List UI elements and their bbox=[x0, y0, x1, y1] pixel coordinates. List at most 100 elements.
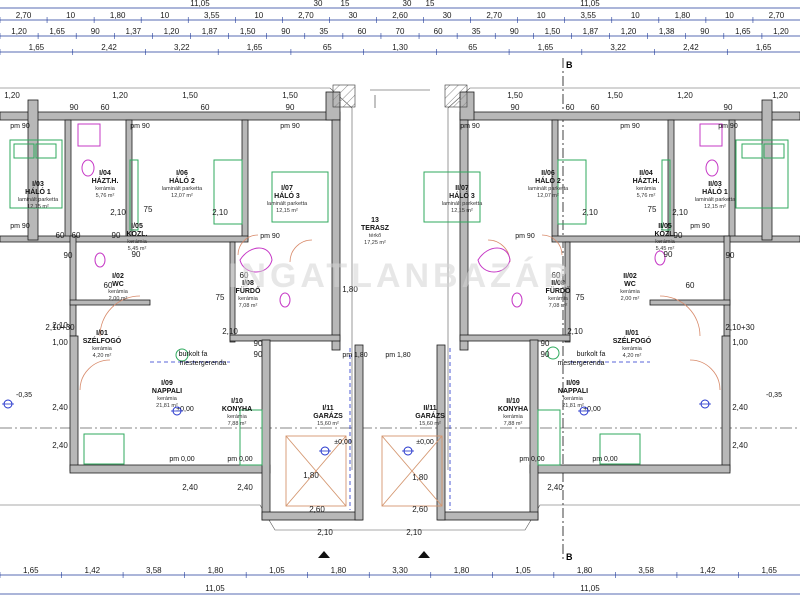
dim-value: 1,65 bbox=[761, 566, 777, 575]
room-number: I/02 bbox=[112, 273, 124, 280]
dim-value: 30 bbox=[443, 11, 452, 20]
inner-dimension: 60 bbox=[591, 103, 600, 112]
inner-dimension: 2,10 bbox=[672, 208, 688, 217]
room-number: I/08 bbox=[242, 280, 254, 287]
dim-value: 1,50 bbox=[240, 27, 256, 36]
inner-dimension: 90 bbox=[726, 251, 735, 260]
inner-dimension: 60 bbox=[686, 281, 695, 290]
dim-edge: 30 bbox=[314, 0, 323, 8]
inner-dimension: 2,10 bbox=[317, 528, 333, 537]
pm-level: pm 0,00 bbox=[592, 456, 617, 463]
room-area: 15,60 m² bbox=[419, 421, 441, 427]
dimension-row-bottom-2: 11,05 11,05 bbox=[0, 584, 800, 595]
room-floor: laminált parketta bbox=[695, 197, 736, 203]
room-area: 5,76 m² bbox=[637, 193, 656, 199]
inner-dimension: 2,40 bbox=[732, 403, 748, 412]
pm-level: pm 90 bbox=[460, 123, 480, 130]
room-number: II/06 bbox=[541, 170, 555, 177]
room-area: 12,15 m² bbox=[276, 208, 298, 214]
room-floor: kerámia bbox=[548, 296, 569, 302]
room-floor: kerámia bbox=[636, 186, 657, 192]
inner-dimension: 75 bbox=[648, 205, 657, 214]
room-number: II/08 bbox=[551, 280, 565, 287]
sink-icon bbox=[81, 159, 95, 177]
toilet-icon bbox=[94, 252, 106, 268]
dim-value: 2,60 bbox=[392, 11, 408, 20]
section-mark-bottom: B bbox=[566, 552, 573, 562]
room-area: 4,20 m² bbox=[93, 353, 112, 359]
inner-dimension: 90 bbox=[254, 350, 263, 359]
dim-value: 1,20 bbox=[773, 27, 789, 36]
inner-dimension: 60 bbox=[240, 271, 249, 280]
dim-value: 10 bbox=[631, 11, 640, 20]
toilet-icon bbox=[511, 292, 523, 308]
room-number: I/09 bbox=[161, 380, 173, 387]
dim-value: 1,65 bbox=[538, 43, 554, 52]
inner-dimension: 2,10 bbox=[110, 208, 126, 217]
dim-value: 60 bbox=[357, 27, 366, 36]
inner-dimension: 90 bbox=[64, 251, 73, 260]
pm-level: pm 90 bbox=[620, 123, 640, 130]
room-floor: laminált parketta bbox=[162, 186, 203, 192]
bed-icon bbox=[423, 171, 481, 223]
inner-dimension: 2,40 bbox=[52, 441, 68, 450]
level-mark: ±0,00 bbox=[176, 406, 194, 413]
furniture bbox=[9, 139, 789, 466]
dim-bottom-overall-right: 11,05 bbox=[580, 584, 600, 593]
dim-overall-left: 11,05 bbox=[190, 0, 210, 8]
room-name: HÁLÓ 1 bbox=[702, 187, 728, 196]
room-floor: kerámia bbox=[655, 239, 676, 245]
dim-value: 1,37 bbox=[126, 27, 142, 36]
pm-level: pm 90 bbox=[280, 123, 300, 130]
room-number: I/10 bbox=[231, 398, 243, 405]
dim-value: 10 bbox=[725, 11, 734, 20]
room-name: FÜRDŐ bbox=[546, 286, 571, 295]
inner-dimension: 90 bbox=[674, 231, 683, 240]
room-floor: térkő bbox=[369, 233, 381, 239]
dim-value: 90 bbox=[700, 27, 709, 36]
inner-dimension: 2,40 bbox=[732, 441, 748, 450]
sink-icon bbox=[705, 159, 719, 177]
dim-value: 3,22 bbox=[174, 43, 190, 52]
pm-level: pm 90 bbox=[718, 123, 738, 130]
inner-dimension: 2,10+30 bbox=[725, 323, 755, 332]
room-area: 7,88 m² bbox=[504, 421, 523, 427]
inner-dimension: 1,20 bbox=[4, 91, 20, 100]
pm-level: pm 1,80 bbox=[342, 352, 367, 359]
inner-dimension: 1,50 bbox=[282, 91, 298, 100]
room-name: SZÉLFOGÓ bbox=[83, 336, 122, 345]
inner-dimension: 1,20 bbox=[112, 91, 128, 100]
dim-value: 1,20 bbox=[11, 27, 27, 36]
room-area: 21,81 m² bbox=[156, 403, 178, 409]
pm-level: pm 0,00 bbox=[169, 456, 194, 463]
inner-dimension: 1,00 bbox=[732, 338, 748, 347]
shower-icon bbox=[699, 123, 723, 147]
room-name: KÖZL. bbox=[655, 229, 676, 238]
inner-dimension: 90 bbox=[132, 250, 141, 259]
room-name: HÁLÓ 2 bbox=[169, 176, 195, 185]
room-area: 7,08 m² bbox=[239, 303, 258, 309]
dim-value: 35 bbox=[319, 27, 328, 36]
dim-value: 1,05 bbox=[515, 566, 531, 575]
room-floor: laminált parketta bbox=[267, 201, 308, 207]
beam-note: mestergerenda bbox=[557, 360, 604, 367]
inner-dimension: 1,80 bbox=[303, 471, 319, 480]
dim-value: 1,80 bbox=[454, 566, 470, 575]
room-number: II/05 bbox=[658, 223, 672, 230]
dim-value: 10 bbox=[254, 11, 263, 20]
inner-dimension: 60 bbox=[566, 103, 575, 112]
inner-dimension: 2,60 bbox=[412, 505, 428, 514]
inner-dimension: 2,40 bbox=[182, 483, 198, 492]
inner-dimension: 90 bbox=[664, 250, 673, 259]
dimension-row-overall: 11,05 11,05 30 15 30 15 bbox=[0, 0, 800, 9]
inner-dimension: 60 bbox=[72, 231, 81, 240]
room-name: TERASZ bbox=[361, 225, 390, 232]
dim-value: 3,22 bbox=[610, 43, 626, 52]
